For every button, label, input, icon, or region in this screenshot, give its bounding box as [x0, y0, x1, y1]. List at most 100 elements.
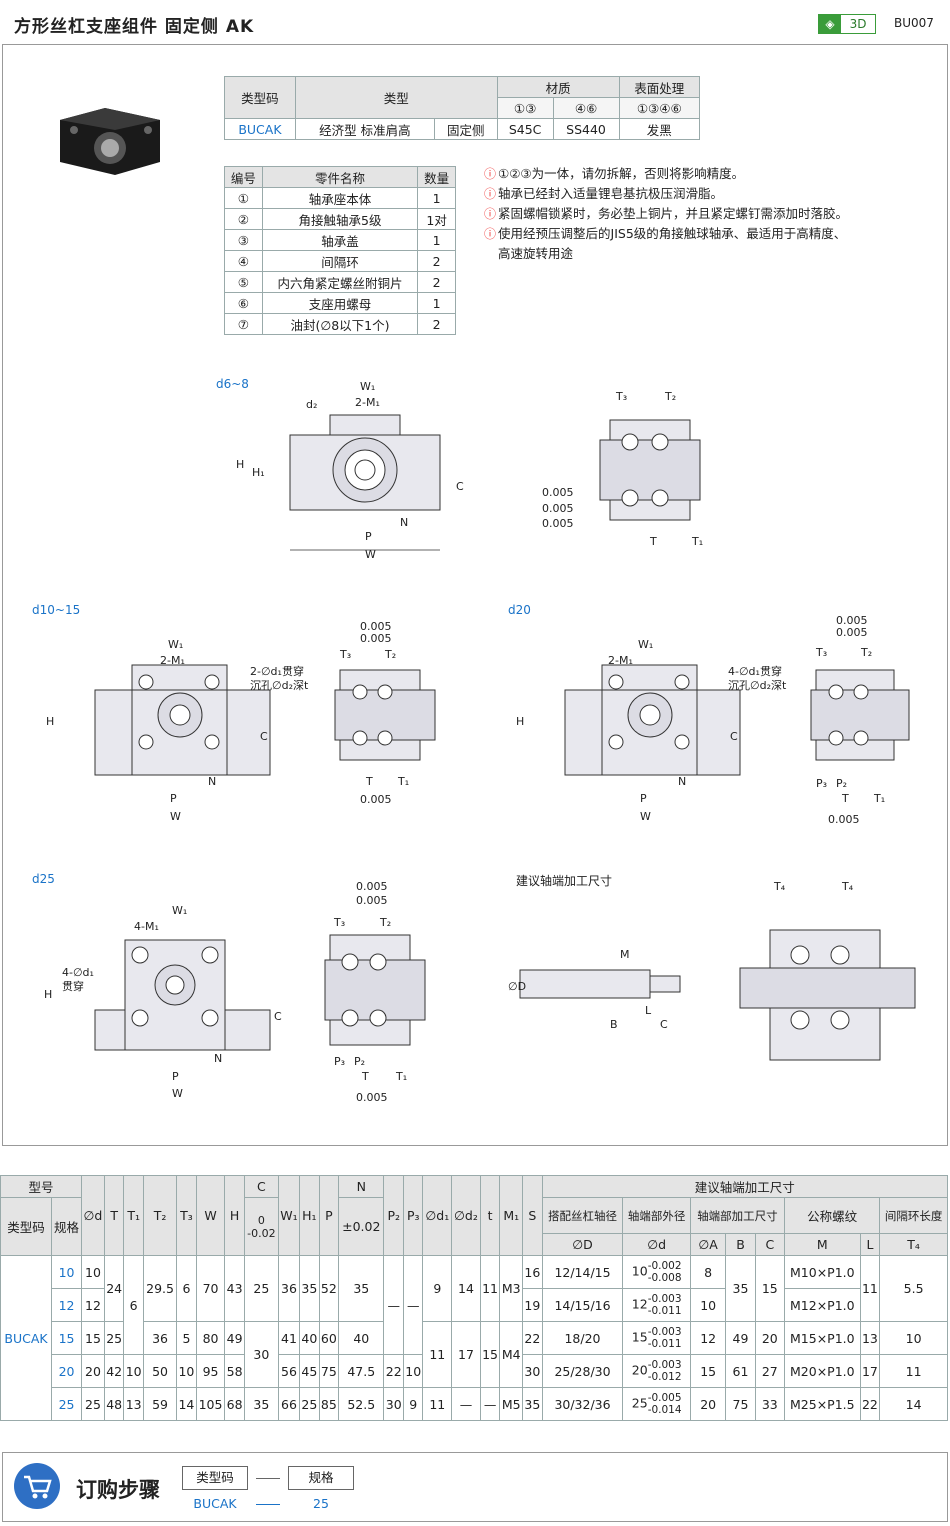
spec-cell: 22 [383, 1354, 404, 1388]
spec-cell: 22 [859, 1387, 881, 1421]
spec-cell: 13 [859, 1321, 881, 1355]
spec-cell: 59 [142, 1387, 178, 1421]
svg-text:T: T [361, 1070, 369, 1083]
spec-cell: 60 [318, 1321, 340, 1355]
svg-text:H: H [516, 715, 524, 728]
tol-para: 0.005 [542, 517, 574, 530]
info-icon: ⓘ [484, 187, 497, 201]
spec-cell: 48 [103, 1387, 125, 1421]
spec-cell: 68 [224, 1387, 245, 1421]
spec-cell: 16 [522, 1255, 543, 1289]
material-h-type: 类型 [294, 76, 498, 119]
3d-badge-button[interactable]: ◈ 3D [818, 14, 876, 34]
svg-text:P: P [172, 1070, 179, 1083]
spec-cell: 30 [243, 1321, 279, 1388]
drawing-d6-8-front: W₁ 2-M₁ d₂ H H₁ C N P W [236, 380, 464, 560]
spec-cell: 47.5 [338, 1354, 385, 1388]
spec-cell: 5.5 [879, 1255, 948, 1322]
spec-cell: 12 [51, 1288, 83, 1322]
parts-cell-name: 角接触轴承5级 [261, 208, 419, 230]
spec-table: 型号 ∅d T T₁ T₂ T₃ W H C W₁ H₁ P N P₂ P₃ ∅… [0, 1175, 949, 1421]
spec-cell: 13 [123, 1387, 144, 1421]
spec-cell: 11 [422, 1387, 453, 1421]
svg-text:T₂: T₂ [384, 648, 396, 661]
spec-cell: 45 [299, 1354, 320, 1388]
svg-text:P₃: P₃ [334, 1055, 345, 1068]
spec-cell: 19 [522, 1288, 543, 1322]
material-h-material: 材质 [496, 76, 620, 98]
parts-cell-qty: 1 [417, 229, 456, 251]
spec-cell: 10 [81, 1255, 105, 1289]
spec-cell: 14 [879, 1387, 948, 1421]
spec-cell: 20 [51, 1354, 83, 1388]
parts-cell-qty: 1 [417, 292, 456, 314]
dim-p: P [170, 792, 177, 805]
spec-cell: 25/28/30 [541, 1354, 624, 1388]
parts-h-no: 编号 [224, 166, 263, 188]
svg-text:T₃: T₃ [333, 916, 345, 929]
dim-w1: W₁ [168, 638, 183, 651]
order-steps [2, 1452, 948, 1522]
page-title: 方形丝杠支座组件 固定侧 AK [14, 17, 255, 37]
spec-cell: 42 [103, 1354, 125, 1388]
spec-cell: 105 [195, 1387, 226, 1421]
material-row-type2: 固定侧 [433, 118, 498, 140]
svg-text:W: W [172, 1087, 183, 1100]
spec-cell: 10 [123, 1354, 144, 1388]
spec-cell-shaft-od: 10-0.002-0.008 [622, 1255, 691, 1289]
spec-cell: 33 [754, 1387, 785, 1421]
spec-cell: 20 [81, 1354, 105, 1388]
spec-cell: 11 [479, 1255, 501, 1322]
drawing-shaft: ∅D M B C L [508, 948, 681, 1031]
dim-p: P [365, 530, 372, 543]
spec-cell: 35 [338, 1255, 385, 1322]
spec-cell: 12/14/15 [541, 1255, 624, 1289]
dim-t1: T₁ [691, 535, 703, 548]
svg-text:T: T [365, 775, 373, 788]
spec-cell: 30/32/36 [541, 1387, 624, 1421]
spec-cell: 30 [383, 1387, 404, 1421]
material-row-code: BUCAK [224, 118, 296, 140]
svg-text:0.005: 0.005 [836, 614, 868, 627]
order-title: 订购步骤 [76, 1478, 160, 1502]
material-table: 类型码 类型 材质 表面处理 ①③ ④⑥ ①③④⑥ BUCAK 经济型 标准肩高… [224, 76, 700, 140]
tol-flat: 0.005 [542, 486, 574, 499]
spec-cell: M12×P1.0 [783, 1288, 861, 1322]
spec-cell: 14 [451, 1255, 481, 1322]
spec-cell: 35 [725, 1255, 756, 1322]
dim-h1: H₁ [252, 466, 265, 479]
dim-t3: T₃ [615, 390, 627, 403]
spec-cell: M20×P1.0 [783, 1354, 861, 1388]
spec-cell: 40 [299, 1321, 320, 1355]
dim-h: H [46, 715, 54, 728]
dim-2m1: 2-M₁ [355, 396, 380, 409]
order-val-code: BUCAK [193, 1496, 237, 1511]
spec-cell: 6 [123, 1255, 144, 1355]
spec-cell: 36 [277, 1255, 301, 1322]
drawing-d6-8-side: T₃ T₂ T T₁ 0.005 0.005 0.005 [542, 390, 703, 548]
spec-cell: 20 [754, 1321, 785, 1355]
dim-2m1: 2-M₁ [160, 654, 185, 667]
spec-cell: 85 [318, 1387, 340, 1421]
spec-cell-shaft-od: 12-0.003-0.011 [622, 1288, 691, 1322]
dim-c: C [260, 730, 268, 743]
parts-cell-no: ② [224, 208, 263, 230]
parts-cell-no: ⑥ [224, 292, 263, 314]
spec-cell: M3 [499, 1255, 524, 1322]
svg-text:T₁: T₁ [873, 792, 885, 805]
order-box-spec: 规格 [288, 1466, 354, 1490]
svg-text:T₂: T₂ [860, 646, 872, 659]
parts-cell-name: 轴承座本体 [261, 187, 419, 209]
order-val-spec: 25 [313, 1496, 329, 1511]
parts-cell-name: 支座用螺母 [261, 292, 419, 314]
